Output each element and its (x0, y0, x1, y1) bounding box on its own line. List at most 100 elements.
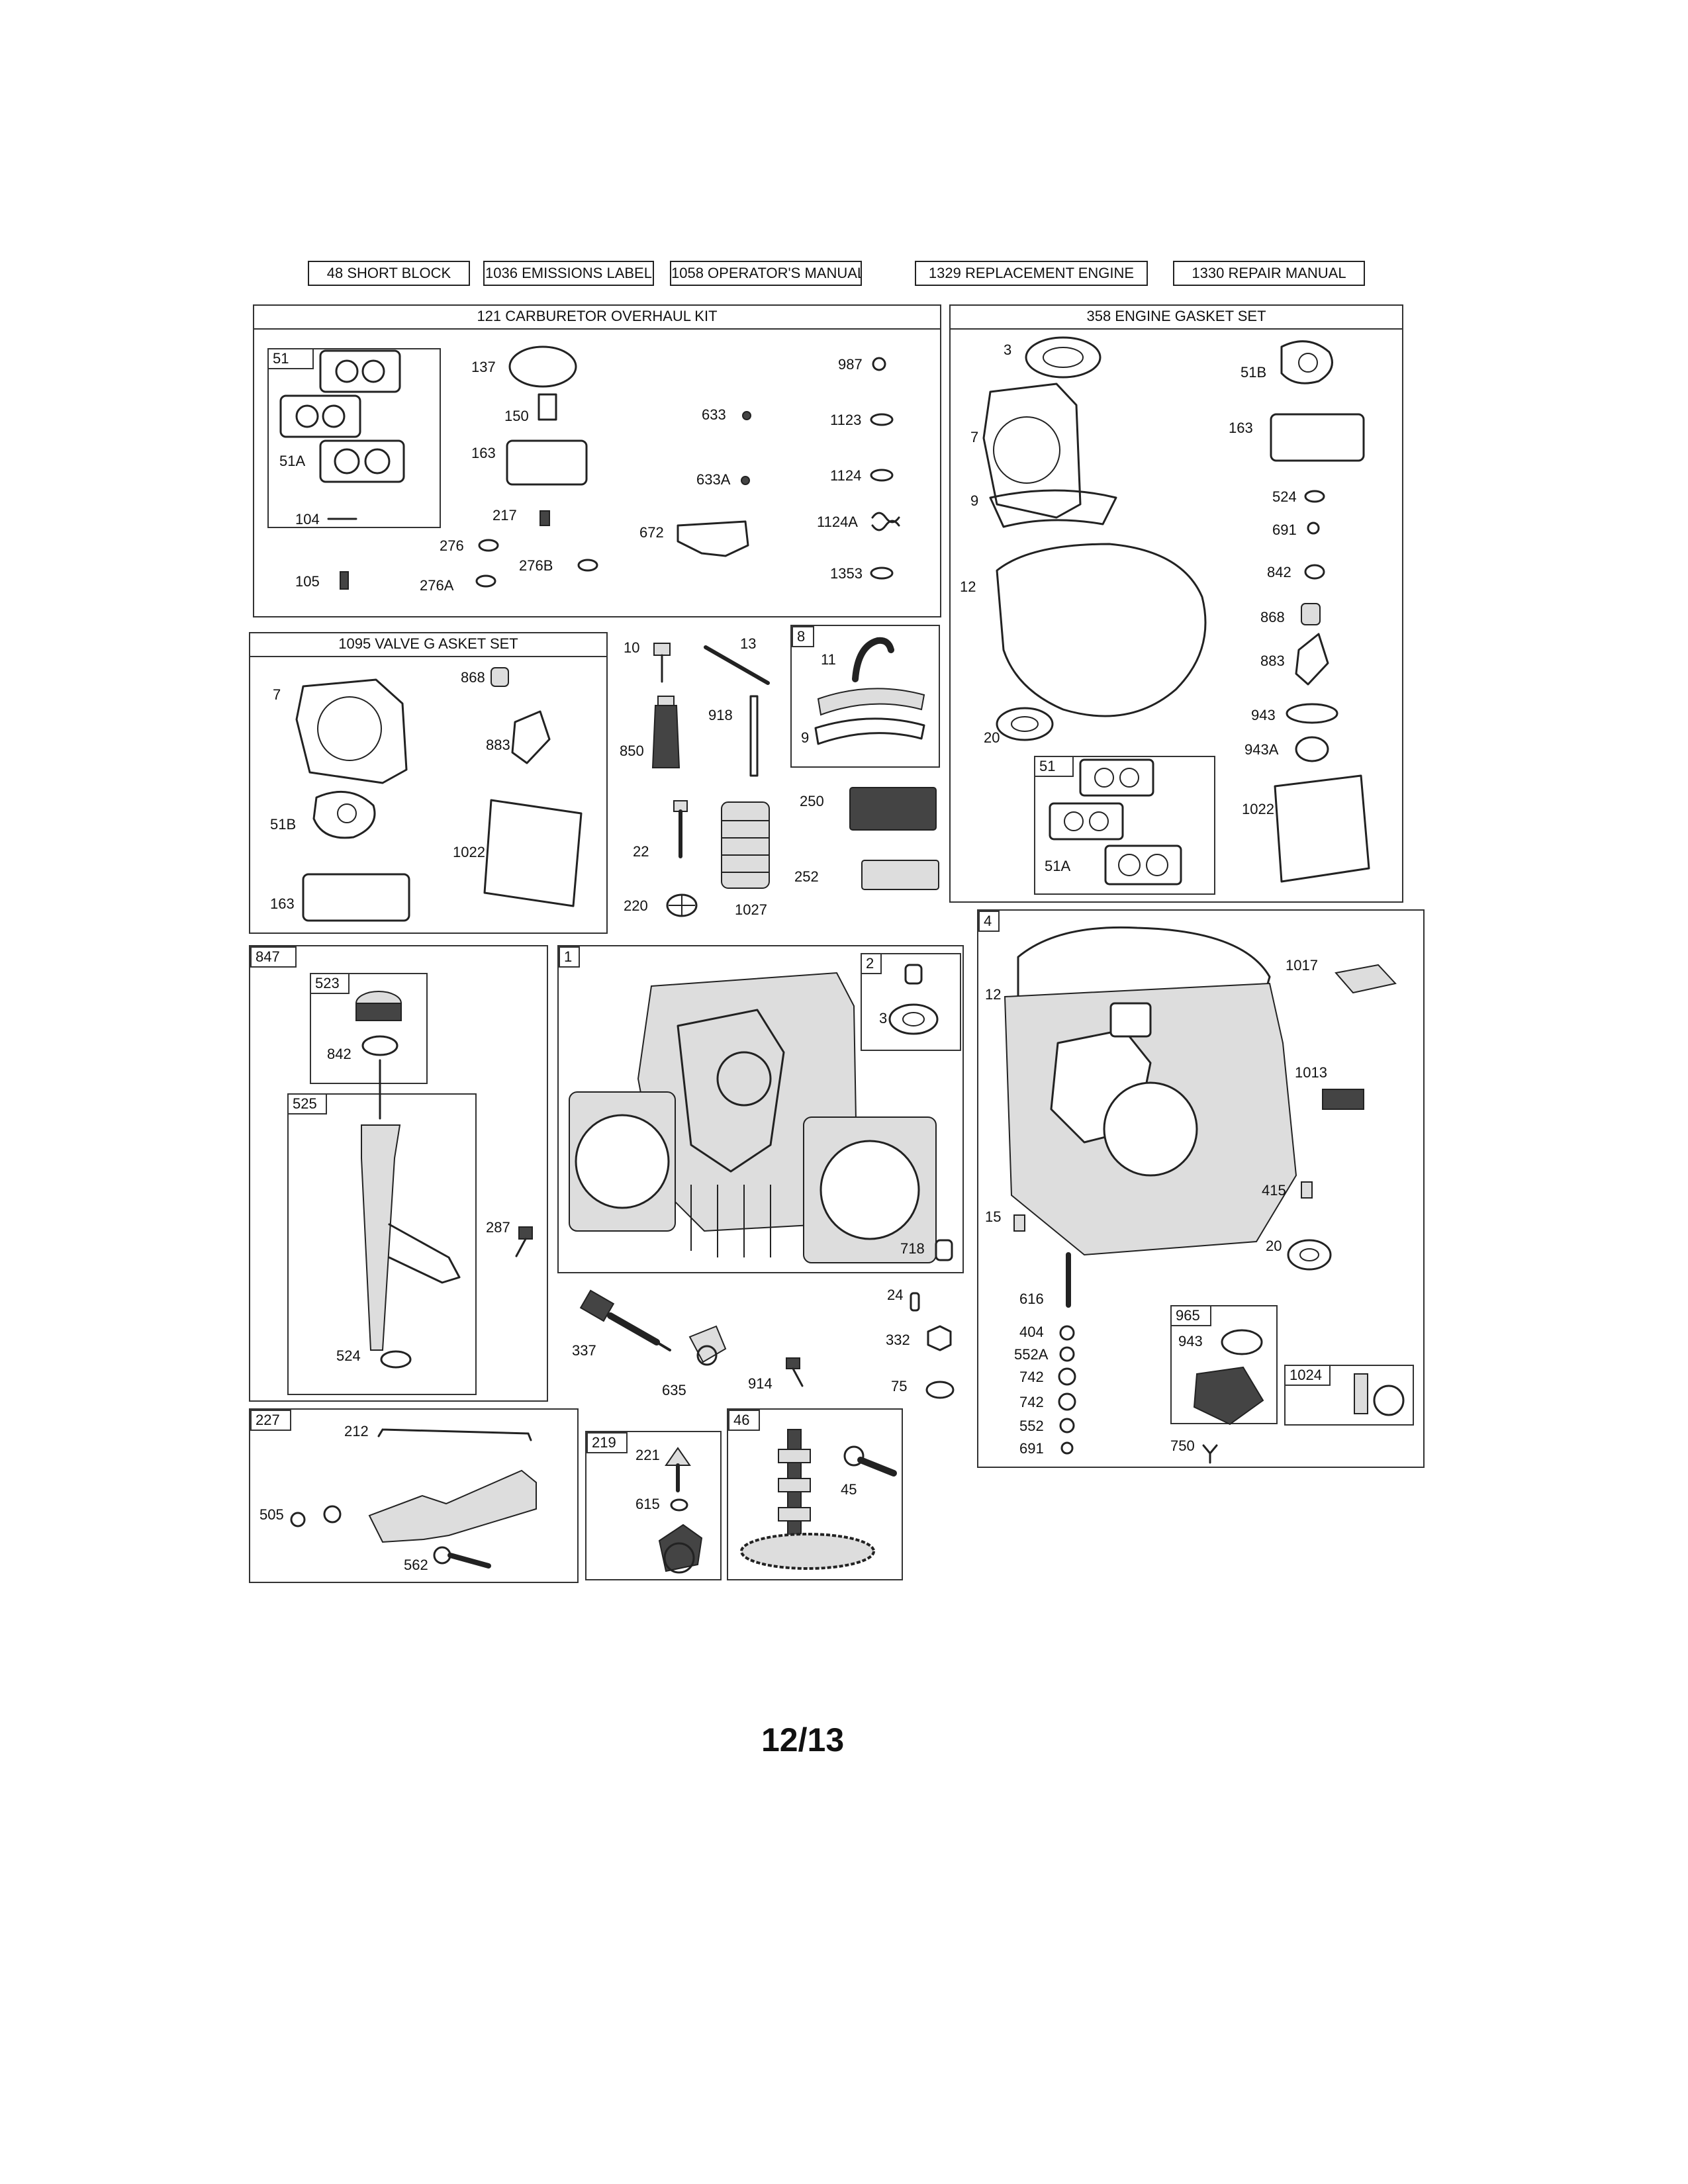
air-guide-1017 (1335, 964, 1397, 994)
screw-287 (515, 1226, 533, 1257)
governor-lever (368, 1469, 537, 1543)
header-button-replacement-engine[interactable]: 1329 REPLACEMENT ENGINE (915, 261, 1148, 286)
subkit-219-tag: 219 (586, 1432, 628, 1453)
bolt-15 (1013, 1214, 1025, 1232)
label-150: 150 (504, 408, 529, 424)
pin-45 (843, 1445, 897, 1477)
cylinder-block-panel: 1 2 3 718 (557, 945, 964, 1273)
carb-gasket-plate-51 (319, 349, 401, 393)
fitting-220 (666, 893, 698, 917)
label-221: 221 (635, 1447, 660, 1463)
label-562: 562 (404, 1557, 428, 1573)
label-287: 287 (486, 1219, 510, 1236)
label-943a-gasket: 943A (1244, 741, 1279, 758)
clip-742-a (1058, 1367, 1076, 1386)
gasket-subkit-51-tag: 51 (1034, 756, 1074, 777)
camshaft-drawing (740, 1429, 897, 1570)
label-415: 415 (1262, 1182, 1286, 1199)
subkit-525-panel (287, 1093, 477, 1395)
label-3-block: 3 (879, 1010, 888, 1026)
label-337: 337 (572, 1342, 596, 1359)
subkit-8-drawing (814, 637, 925, 745)
fitting-987 (872, 357, 886, 371)
washer-1123 (870, 413, 894, 426)
label-691-gasket: 691 (1272, 522, 1297, 538)
label-105: 105 (295, 573, 320, 590)
label-914: 914 (748, 1375, 773, 1392)
label-252: 252 (794, 868, 819, 885)
cylinder-block-drawing (569, 964, 953, 1263)
washer-1124 (870, 469, 894, 482)
washer-1353 (870, 567, 894, 580)
label-7-gasket: 7 (970, 429, 979, 445)
misc-parts-drawing (651, 643, 770, 917)
label-850: 850 (620, 743, 644, 759)
label-1124a: 1124A (817, 514, 858, 530)
header-button-operators-manual[interactable]: 1058 OPERATOR'S MANUAL (670, 261, 862, 286)
seal-20-cover (1287, 1239, 1332, 1271)
label-1013: 1013 (1295, 1064, 1327, 1081)
dipstick-drawing (355, 991, 533, 1369)
label-51b-gasket: 51B (1241, 364, 1267, 381)
label-276b: 276B (519, 557, 553, 574)
label-15: 15 (985, 1208, 1002, 1225)
label-22: 22 (633, 843, 649, 860)
camshaft-46-panel: 46 45 (727, 1408, 903, 1580)
seal-691-gasket (1307, 522, 1320, 535)
gasket-163-engine (1270, 413, 1365, 462)
nut-505-b (323, 1505, 342, 1524)
label-1123: 1123 (830, 412, 862, 428)
engine-gaskets-drawing (982, 336, 1370, 886)
label-163-gasket: 163 (1229, 420, 1253, 436)
breather-gasket-9 (814, 717, 925, 745)
screw-750 (1202, 1444, 1218, 1464)
nut-505-a (290, 1512, 306, 1527)
label-691-cover: 691 (1019, 1440, 1044, 1457)
label-842-dipstick: 842 (327, 1046, 352, 1062)
gasket-subkit-51-plates (1049, 758, 1182, 886)
o-ring-137 (508, 345, 577, 388)
engine-gasket-panel: 358 ENGINE GASKET SET 51 3 7 9 12 20 51B… (949, 304, 1403, 903)
label-212: 212 (344, 1423, 369, 1439)
label-404: 404 (1019, 1324, 1044, 1340)
label-868-valve: 868 (461, 669, 485, 686)
crankcase-cover-tag: 4 (978, 911, 1000, 932)
cam-gear (740, 1533, 875, 1570)
label-742-a: 742 (1019, 1369, 1044, 1385)
valve-gasket-panel: 1095 VALVE G ASKET SET 7 868 883 51B 102… (249, 632, 608, 934)
header-button-emissions-label[interactable]: 1036 EMISSIONS LABEL (483, 261, 654, 286)
label-987: 987 (838, 356, 863, 373)
label-943-gasket: 943 (1251, 707, 1276, 723)
subkit-1024-tag: 1024 (1284, 1365, 1331, 1386)
o-ring-524-dipstick (380, 1350, 412, 1369)
subkit-965-tag: 965 (1170, 1305, 1211, 1326)
header-button-repair-manual[interactable]: 1330 REPAIR MANUAL (1173, 261, 1365, 286)
label-1017: 1017 (1286, 957, 1318, 974)
carb-subkit-51-tag: 51 (267, 348, 314, 369)
dipstick-kit-847-tag: 847 (250, 946, 297, 968)
governor-link-212 (377, 1428, 532, 1441)
nut-633a (741, 476, 750, 485)
label-918: 918 (708, 707, 733, 723)
dowel-24 (910, 1292, 920, 1312)
governor-linkage-227-panel: 227 212 505 562 (249, 1408, 579, 1583)
seal-552a (1059, 1346, 1075, 1362)
nut-633 (742, 411, 751, 420)
seal-20-gasket (996, 707, 1054, 741)
breather-cover-9 (817, 688, 925, 716)
page-number: 12/13 (761, 1721, 845, 1758)
sleeve-718 (935, 1239, 953, 1261)
carburetor-kit-title: 121 CARBURETOR OVERHAUL KIT (254, 306, 940, 330)
header-button-short-block[interactable]: 48 SHORT BLOCK (308, 261, 470, 286)
label-12-cover: 12 (985, 986, 1002, 1003)
spring-217 (539, 510, 550, 526)
label-552a: 552A (1014, 1346, 1049, 1363)
label-12-gasket: 12 (960, 578, 976, 595)
o-ring-943-cover (1221, 1329, 1263, 1355)
gasket-150 (538, 393, 557, 421)
subkit-219-drawing (658, 1447, 703, 1574)
label-842-gasket: 842 (1267, 564, 1291, 580)
gasket-51b (1280, 340, 1333, 385)
spark-plug-boot-635 (688, 1325, 727, 1366)
label-1022-gasket: 1022 (1242, 801, 1274, 817)
